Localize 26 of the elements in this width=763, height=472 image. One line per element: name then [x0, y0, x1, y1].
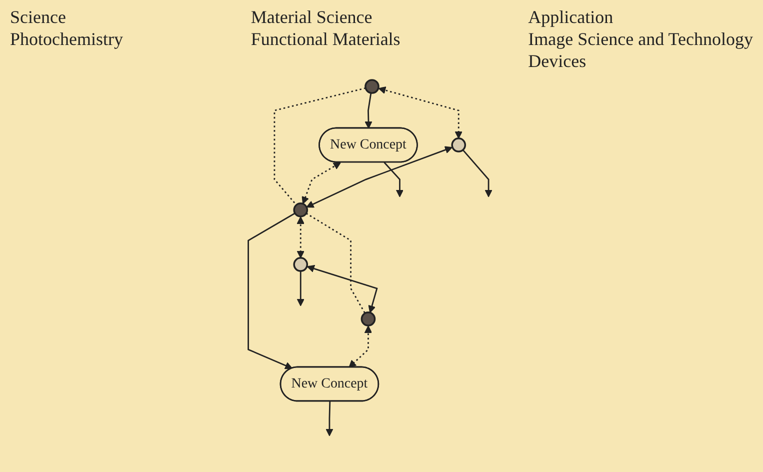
column-heading: Image Science and Technology	[528, 28, 753, 50]
node-circle	[364, 79, 380, 94]
node-circle	[451, 138, 466, 152]
column-heading: Photochemistry	[10, 28, 123, 50]
arrow	[306, 264, 378, 314]
node-circle	[293, 202, 308, 218]
arrow	[348, 326, 372, 368]
arrow	[326, 401, 334, 436]
arrow	[462, 149, 492, 198]
connector	[306, 212, 366, 314]
column-heading: Application	[528, 6, 614, 28]
arrow	[306, 146, 452, 208]
arrow	[302, 162, 341, 204]
arrow	[296, 271, 304, 306]
arrow	[378, 86, 462, 139]
arrow	[248, 212, 296, 370]
column-heading: Devices	[528, 50, 588, 72]
column-heading: Science	[10, 6, 67, 28]
arrow	[364, 92, 372, 129]
arrow	[296, 216, 304, 258]
node-circle	[293, 257, 308, 272]
node-circle	[360, 312, 376, 326]
connector	[274, 87, 366, 206]
column-heading: Material Science	[250, 6, 374, 28]
column-heading: Functional Materials	[250, 28, 400, 50]
arrow	[384, 162, 404, 198]
